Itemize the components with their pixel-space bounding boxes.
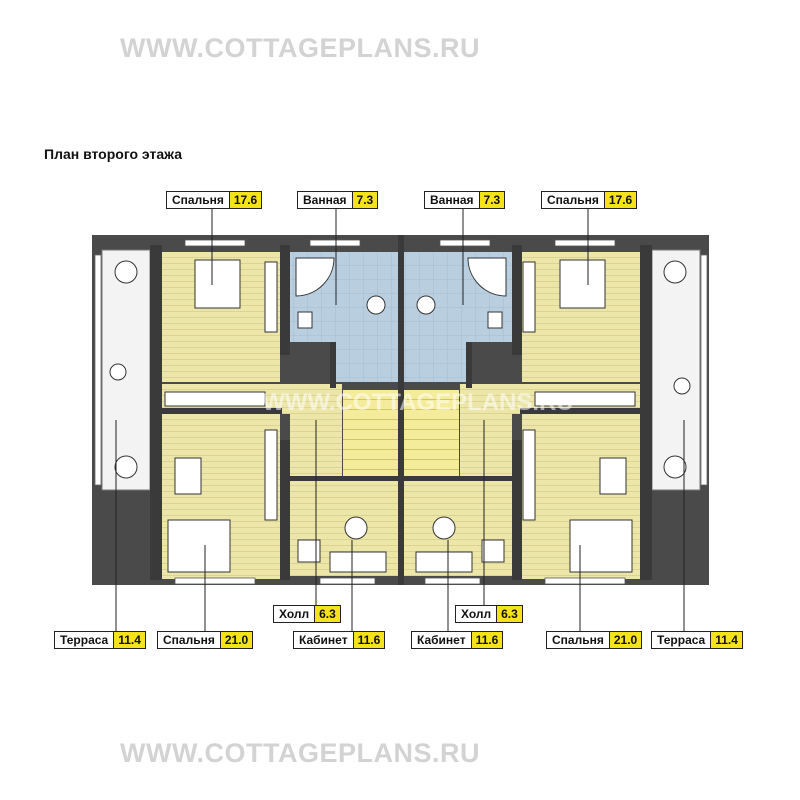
label-area: 21.0 xyxy=(608,632,642,648)
label-bedroom-top-right: Спальня 17.6 xyxy=(541,191,638,209)
label-terrace-right: Терраса 11.4 xyxy=(651,631,743,649)
leader-lines xyxy=(115,206,685,632)
terrace-right xyxy=(651,249,701,491)
label-bedroom-top-left: Спальня 17.6 xyxy=(166,191,263,209)
label-name: Терраса xyxy=(60,633,109,647)
label-name: Спальня xyxy=(172,193,224,207)
label-name: Кабинет xyxy=(417,633,466,647)
label-bathroom-right: Ванная 7.3 xyxy=(424,191,506,209)
hall-left-tile xyxy=(335,342,398,382)
hall-right-tile xyxy=(404,342,467,382)
label-hall-left: Холл 6.3 xyxy=(273,605,341,623)
study-furniture xyxy=(174,457,627,573)
label-area: 7.3 xyxy=(478,192,505,208)
party-wall xyxy=(398,235,404,585)
watermark-overlay: WWW.COTTAGEPLANS.RU xyxy=(262,389,574,416)
label-study-left: Кабинет 11.6 xyxy=(293,631,386,649)
label-area: 11.4 xyxy=(710,632,742,648)
interior-walls xyxy=(150,245,652,580)
watermark-top: WWW.COTTAGEPLANS.RU xyxy=(120,33,480,63)
windows xyxy=(174,239,626,585)
label-area: 11.6 xyxy=(352,632,385,648)
terrace-plants xyxy=(109,260,691,479)
bath-fixtures xyxy=(295,257,507,329)
beds xyxy=(167,259,633,573)
label-study-right: Кабинет 11.6 xyxy=(411,631,504,649)
label-bedroom-bottom-right: Спальня 21.0 xyxy=(546,631,643,649)
stairs-right xyxy=(404,390,459,478)
label-name: Холл xyxy=(279,607,310,621)
plan-title: План второго этажа xyxy=(44,146,182,162)
label-name: Терраса xyxy=(657,633,706,647)
label-area: 6.3 xyxy=(314,606,340,622)
label-name: Спальня xyxy=(552,633,604,647)
label-name: Ванная xyxy=(430,193,474,207)
label-bathroom-left: Ванная 7.3 xyxy=(297,191,379,209)
label-area: 6.3 xyxy=(496,606,522,622)
label-bedroom-bottom-left: Спальня 21.0 xyxy=(157,631,254,649)
stairs-left xyxy=(343,390,398,478)
hall-right xyxy=(460,414,512,478)
label-area: 21.0 xyxy=(219,632,253,648)
label-terrace-left: Терраса 11.4 xyxy=(54,631,146,649)
label-name: Спальня xyxy=(163,633,215,647)
label-area: 11.6 xyxy=(470,632,503,648)
label-name: Кабинет xyxy=(299,633,348,647)
watermark-bottom: WWW.COTTAGEPLANS.RU xyxy=(120,738,480,768)
wardrobes xyxy=(164,261,636,521)
label-name: Спальня xyxy=(547,193,599,207)
label-area: 7.3 xyxy=(351,192,378,208)
label-area: 17.6 xyxy=(228,192,262,208)
label-area: 17.6 xyxy=(603,192,637,208)
label-name: Холл xyxy=(461,607,492,621)
label-area: 11.4 xyxy=(113,632,145,648)
label-hall-right: Холл 6.3 xyxy=(455,605,523,623)
label-name: Ванная xyxy=(303,193,347,207)
